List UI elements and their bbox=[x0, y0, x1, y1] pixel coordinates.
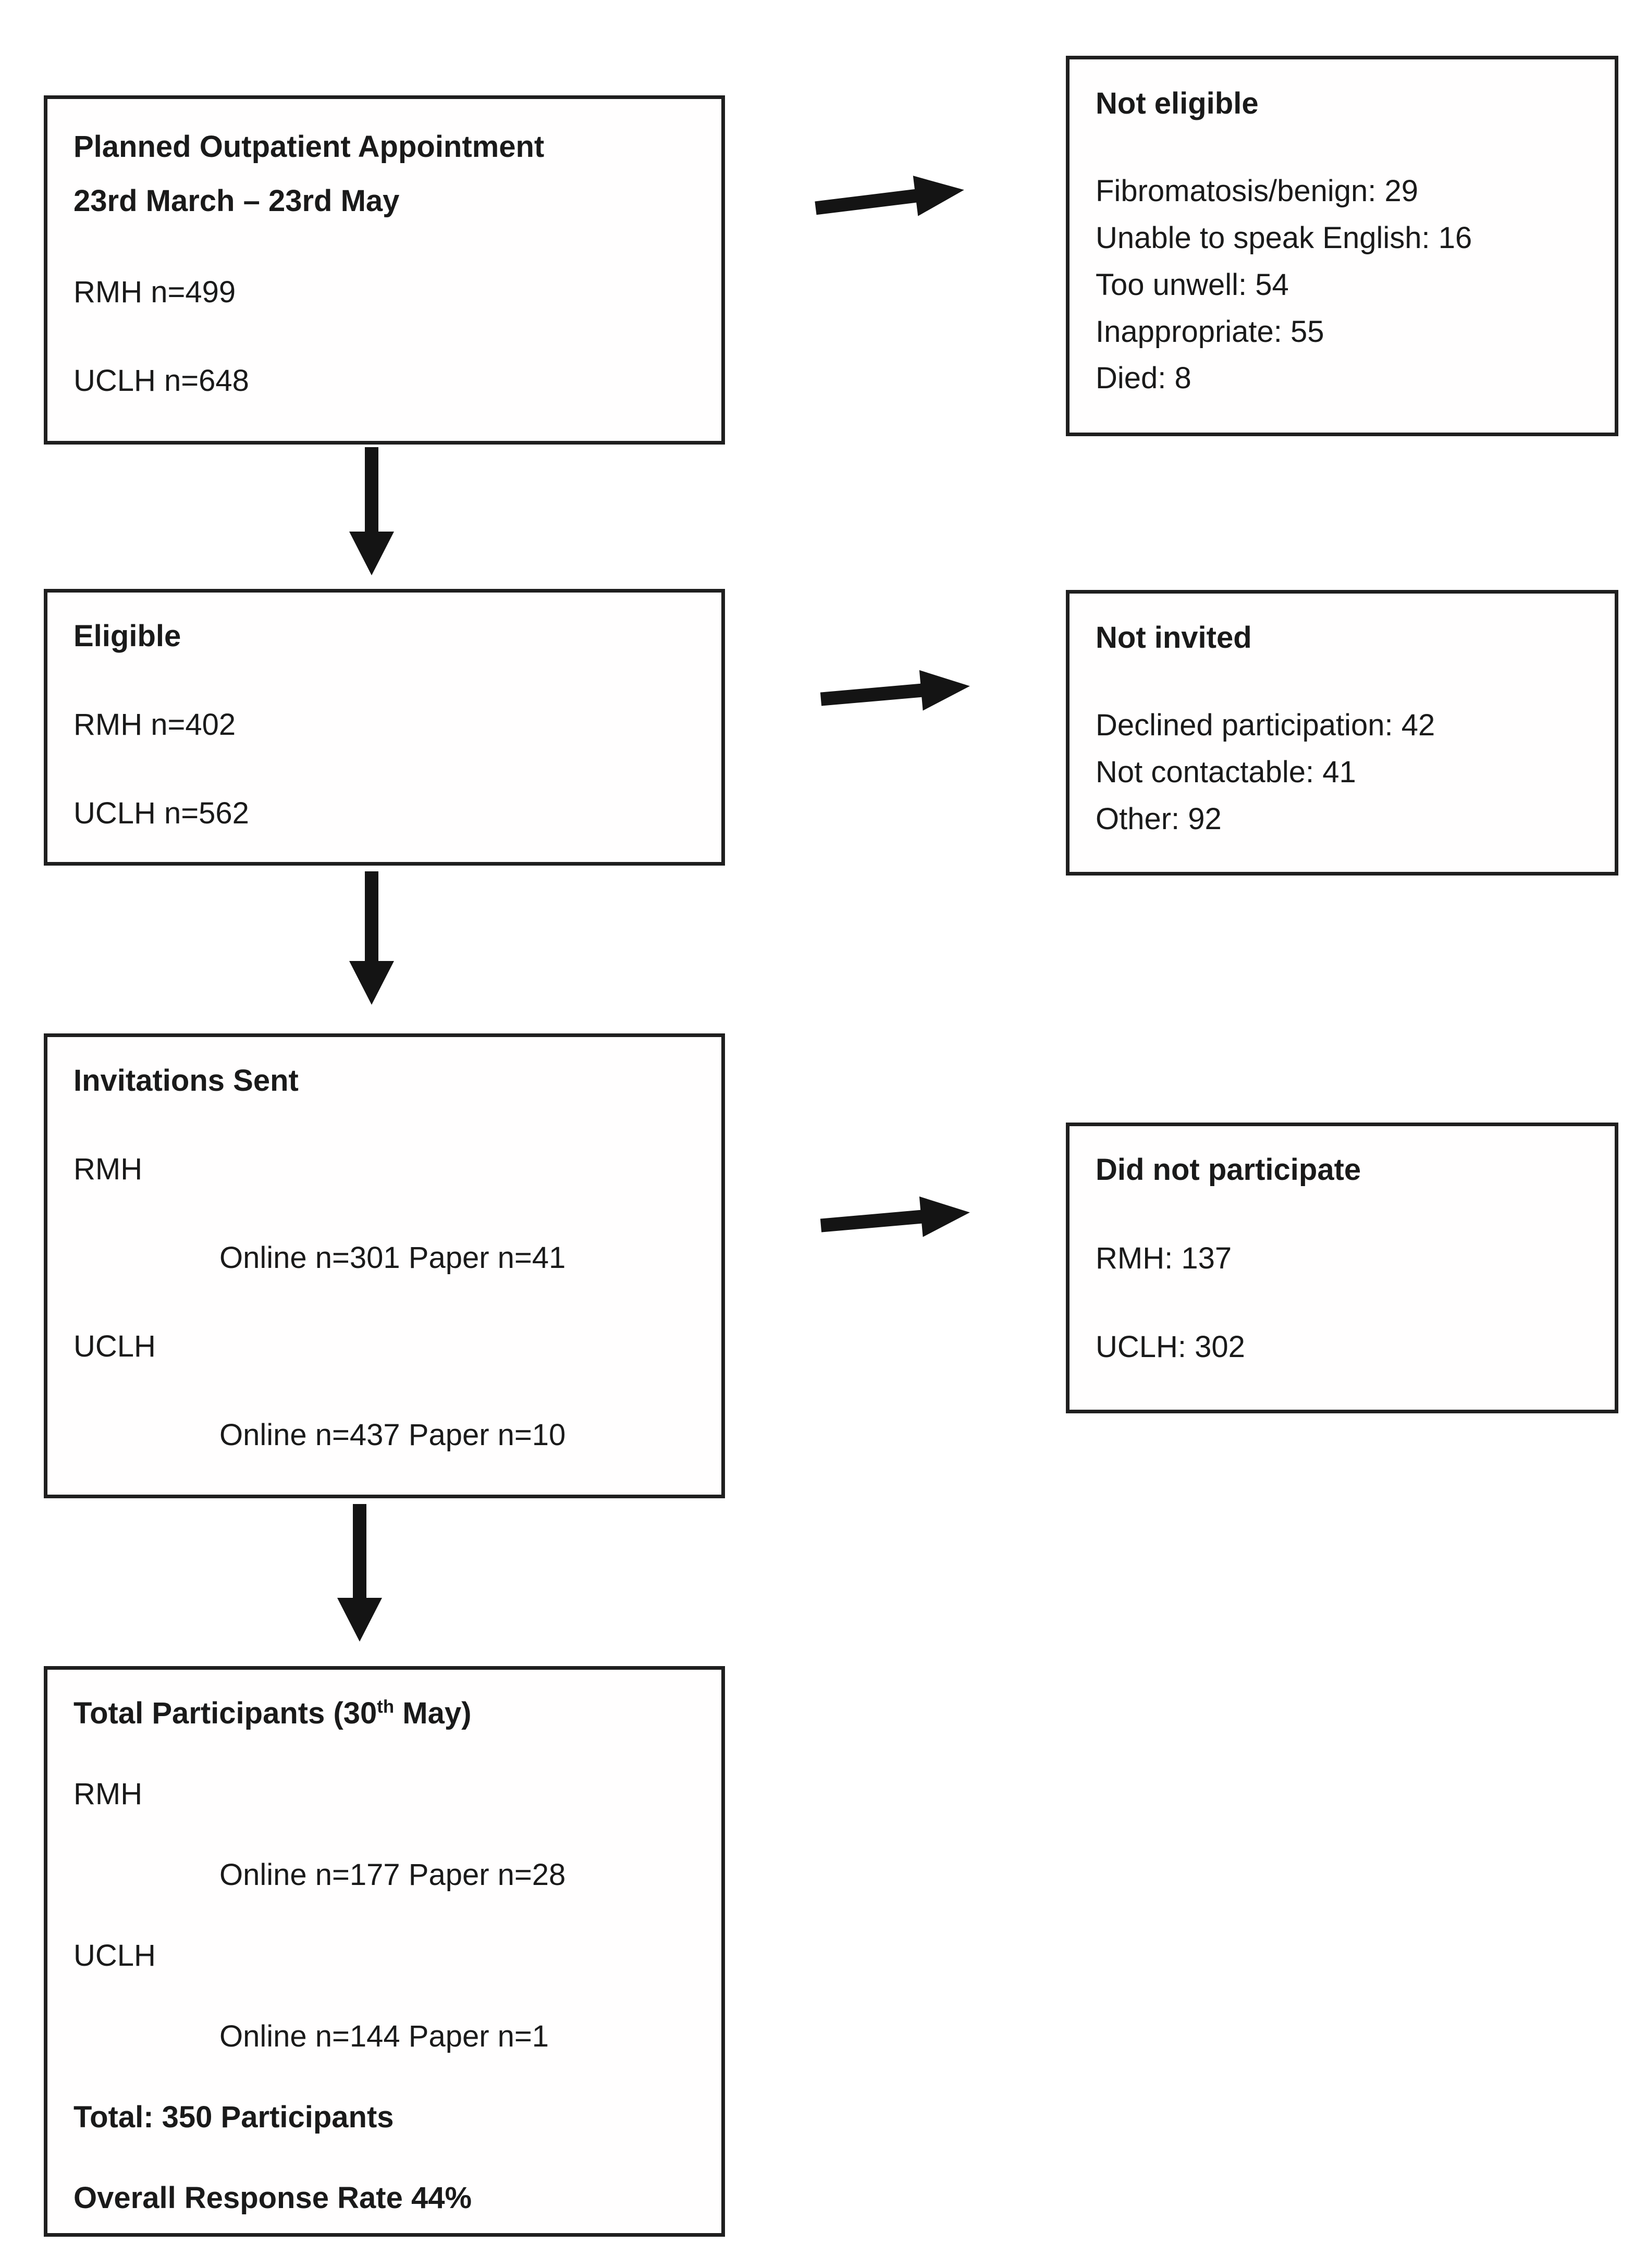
rmh-label: RMH bbox=[73, 1152, 143, 1186]
title-text: May) bbox=[394, 1696, 472, 1730]
reason-line: Other: 92 bbox=[1096, 802, 1222, 836]
title-text: Total Participants (30 bbox=[73, 1696, 377, 1730]
total-line: Total: 350 Participants bbox=[73, 2100, 394, 2134]
right-arrow-icon bbox=[816, 657, 974, 728]
box-not-eligible: Not eligible Fibromatosis/benign: 29 Una… bbox=[1066, 56, 1618, 436]
box-title: Did not participate bbox=[1096, 1153, 1361, 1187]
box-title: Not eligible bbox=[1096, 87, 1259, 120]
box-invitations-sent: Invitations Sent RMH Online n=301 Paper … bbox=[44, 1033, 725, 1498]
response-rate-line: Overall Response Rate 44% bbox=[73, 2181, 472, 2215]
right-arrow-icon bbox=[809, 161, 969, 237]
uclh-count: UCLH: 302 bbox=[1096, 1330, 1245, 1364]
uclh-label: UCLH bbox=[73, 1939, 156, 1973]
title-line-2: 23rd March – 23rd May bbox=[73, 184, 400, 218]
box-planned-outpatient-appointment: Planned Outpatient Appointment 23rd March… bbox=[44, 95, 725, 445]
title-line-1: Planned Outpatient Appointment bbox=[73, 130, 545, 164]
rmh-count: RMH n=402 bbox=[73, 708, 236, 742]
box-eligible: Eligible RMH n=402 UCLH n=562 bbox=[44, 589, 725, 866]
uclh-detail: Online n=144 Paper n=1 bbox=[219, 2019, 549, 2053]
rmh-count: RMH n=499 bbox=[73, 275, 236, 309]
reason-line: Unable to speak English: 16 bbox=[1096, 220, 1472, 255]
box-not-invited: Not invited Declined participation: 42 N… bbox=[1066, 590, 1618, 876]
down-arrow-icon bbox=[343, 871, 400, 1007]
box-title: Total Participants (30th May) bbox=[73, 1691, 695, 1736]
uclh-count: UCLH n=562 bbox=[73, 796, 249, 830]
reason-line: Not contactable: 41 bbox=[1096, 755, 1356, 789]
rmh-label: RMH bbox=[73, 1777, 143, 1811]
uclh-detail: Online n=437 Paper n=10 bbox=[219, 1418, 566, 1452]
reason-line: Fibromatosis/benign: 29 bbox=[1096, 174, 1418, 208]
rmh-detail: Online n=301 Paper n=41 bbox=[219, 1241, 566, 1275]
box-title: Invitations Sent bbox=[73, 1064, 299, 1098]
reason-line: Died: 8 bbox=[1096, 361, 1191, 396]
box-title: Planned Outpatient Appointment 23rd March… bbox=[73, 120, 695, 229]
uclh-count: UCLH n=648 bbox=[73, 363, 249, 398]
down-arrow-icon bbox=[331, 1504, 388, 1644]
down-arrow-icon bbox=[343, 447, 400, 577]
box-title: Eligible bbox=[73, 619, 181, 653]
reason-line: Inappropriate: 55 bbox=[1096, 314, 1324, 349]
box-title: Not invited bbox=[1096, 621, 1252, 655]
title-superscript: th bbox=[377, 1696, 395, 1717]
uclh-label: UCLH bbox=[73, 1329, 156, 1363]
reason-line: Declined participation: 42 bbox=[1096, 708, 1435, 742]
rmh-count: RMH: 137 bbox=[1096, 1241, 1232, 1275]
reason-line: Too unwell: 54 bbox=[1096, 267, 1289, 302]
right-arrow-icon bbox=[816, 1184, 974, 1254]
box-total-participants: Total Participants (30th May) RMH Online… bbox=[44, 1666, 725, 2237]
rmh-detail: Online n=177 Paper n=28 bbox=[219, 1858, 566, 1892]
box-did-not-participate: Did not participate RMH: 137 UCLH: 302 bbox=[1066, 1123, 1618, 1413]
